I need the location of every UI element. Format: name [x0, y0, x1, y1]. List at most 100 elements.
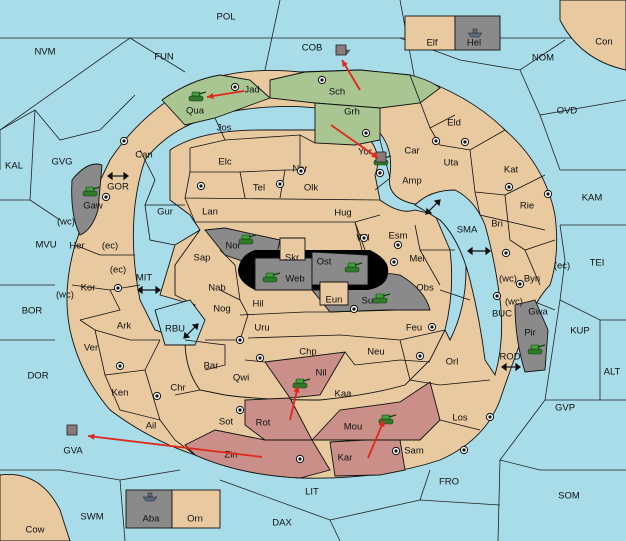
label-hug: Hug [334, 208, 351, 219]
province-eun [319, 281, 349, 306]
sea-label-ovd: OVD [557, 106, 578, 117]
ship-icon [467, 28, 483, 38]
sea-labels: POL NVM FUN COB NOM KAL GVG OVD KAM TEI … [5, 12, 621, 529]
supply-center-icon [431, 136, 441, 146]
supply-center-icon [235, 335, 245, 345]
label-nor: Nor [225, 241, 240, 252]
label-chr: Chr [170, 383, 185, 394]
supply-center-icon [543, 189, 553, 199]
sea-label-rbu: RBU [165, 324, 185, 335]
label-rie: Rie [520, 201, 534, 212]
move-arrow-icon [289, 385, 300, 421]
label-eun: Eun [326, 295, 343, 306]
tank-icon [372, 293, 391, 304]
dislodged-unit-icon [66, 424, 78, 436]
label-jad: Jad [244, 85, 259, 96]
sea-label-kal: KAL [5, 161, 23, 172]
supply-center-icon [389, 257, 399, 267]
label-kar: Kar [338, 453, 353, 464]
tank-icon [188, 91, 207, 102]
sea-label-gva: GVA [63, 446, 83, 457]
label-elf: Elf [426, 38, 437, 49]
tank-icon [527, 344, 546, 355]
coast-labels: (wc) (ec) (ec) (wc) (wc) (ec) (wc) [56, 217, 570, 308]
label-ver: Ver [84, 343, 98, 354]
supply-center-icon [230, 82, 240, 92]
double-arrow-icon [467, 246, 491, 256]
move-arrow-icon [87, 433, 263, 458]
label-ail: Ail [146, 421, 157, 432]
label-qua: Qua [186, 106, 205, 117]
units [66, 28, 546, 502]
label-jos: Jos [217, 123, 232, 134]
label-can: Can [135, 150, 152, 161]
supply-center-icon [275, 179, 285, 189]
label-byn: Byn [524, 274, 540, 285]
label-bri: Bri [491, 219, 503, 230]
coast-label: (wc) [57, 217, 75, 228]
supply-center-icon [504, 182, 514, 192]
sea-label-kam: KAM [582, 193, 603, 204]
sea-label-swm: SWM [80, 512, 103, 523]
double-arrow-icon [501, 362, 521, 372]
double-arrow-icon [107, 171, 129, 181]
supply-center-icon [235, 405, 245, 415]
label-qwi: Qwi [233, 373, 249, 384]
label-amp: Amp [402, 176, 422, 187]
label-kat: Kat [504, 165, 519, 176]
province-ost [311, 251, 369, 286]
supply-center-icon [515, 279, 525, 289]
province-qua [161, 74, 271, 126]
double-arrow-icon [183, 323, 199, 339]
label-aba: Aba [143, 514, 161, 525]
label-hil: Hil [252, 299, 263, 310]
coast-label: (ec) [110, 265, 126, 276]
label-nil: Nil [315, 368, 326, 379]
label-cow: Cow [25, 525, 44, 536]
label-kaa: Kaa [335, 389, 353, 400]
sea-label-som: SOM [558, 491, 580, 502]
label-kor: Kor [81, 283, 96, 294]
sea-label-cob: COB [302, 43, 323, 54]
supply-center-icon [115, 361, 125, 371]
supply-center-icon [255, 353, 265, 363]
move-arrow-icon [206, 90, 245, 99]
label-orl: Orl [446, 357, 459, 368]
label-bar: Bar [204, 361, 219, 372]
label-chp: Chp [299, 347, 316, 358]
supply-center-icon [196, 181, 206, 191]
label-grh: Grh [344, 107, 360, 118]
tank-icon [292, 378, 311, 389]
coast-label: (ec) [554, 261, 570, 272]
province-elf [404, 15, 456, 51]
label-lan: Lan [202, 207, 218, 218]
province-orn [171, 489, 221, 529]
supply-center-icon [460, 137, 470, 147]
supply-center-icon [485, 412, 495, 422]
double-arrow-icon [425, 199, 441, 215]
label-olk: Olk [304, 183, 319, 194]
label-gwa: Gwa [528, 307, 548, 318]
move-arrow-icon [341, 59, 361, 91]
sea-label-pol: POL [216, 12, 235, 23]
sea-label-fun: FUN [154, 52, 174, 63]
label-sot: Sot [219, 417, 234, 428]
label-nog: Nog [213, 304, 230, 315]
province-gaw [71, 163, 103, 236]
sea-label-nom: NOM [532, 53, 554, 64]
supply-center-icon [375, 168, 385, 178]
province-labels: Elf Hel Con Jad Qua Sch Grh Jos Eld Can … [25, 37, 612, 536]
label-ken: Ken [112, 388, 129, 399]
supply-center-icon [459, 445, 469, 455]
sea-label-gvp: GVP [555, 403, 575, 414]
sea-label-dor: DOR [27, 371, 48, 382]
supply-center-icon [492, 291, 502, 301]
label-feu: Feu [406, 323, 422, 334]
sea-label-sma: SMA [457, 225, 478, 236]
label-skr: Skr [285, 253, 299, 264]
supply-center-icon [317, 75, 327, 85]
supply-centers [101, 75, 553, 464]
label-uru: Uru [254, 323, 269, 334]
